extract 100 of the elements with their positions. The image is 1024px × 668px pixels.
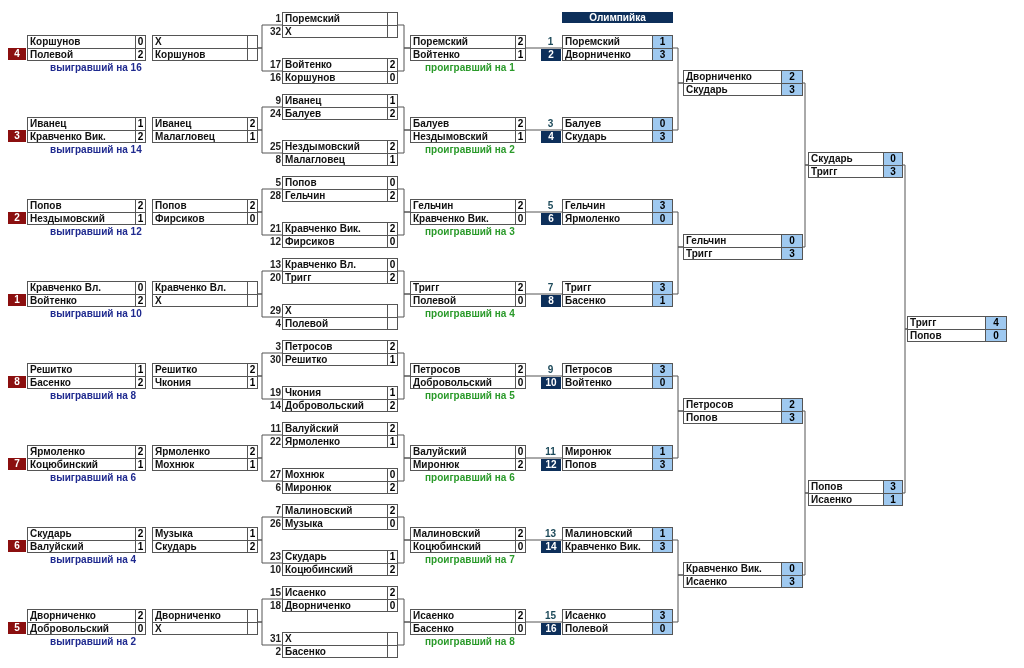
match-score: 2 <box>135 131 145 142</box>
seed-number: 26 <box>268 518 281 530</box>
player-name: Гельчин <box>564 200 607 212</box>
player-name: Валуйский <box>412 446 468 458</box>
match-score: 2 <box>515 364 525 376</box>
seed-number: 27 <box>268 469 281 481</box>
match-score: 1 <box>247 459 257 470</box>
match-box <box>152 281 258 307</box>
player-name: Тригг <box>412 282 441 294</box>
player-name: Малагловец <box>284 154 346 165</box>
player-name: Чкония <box>154 377 193 388</box>
player-name: Басенко <box>564 295 607 306</box>
seed-badge: 16 <box>541 623 561 635</box>
loser-note: проигравший на 1 <box>425 62 515 74</box>
seed-number: 23 <box>268 551 281 563</box>
match-box <box>562 609 673 635</box>
seed-number: 9 <box>546 364 555 376</box>
player-name: Гельчин <box>284 190 327 201</box>
player-name: Кравченко Вик. <box>685 563 763 575</box>
match-score: 0 <box>515 295 525 306</box>
match-box <box>282 422 398 448</box>
bracket-line <box>257 457 283 482</box>
player-name: Кравченко Вл. <box>29 282 103 294</box>
player-name: Иванец <box>29 118 68 130</box>
player-name: Мохнюк <box>154 459 196 470</box>
seed-badge: 4 <box>8 48 26 60</box>
bracket-line <box>672 82 684 131</box>
seed-number: 5 <box>274 177 281 189</box>
match-box <box>282 12 398 38</box>
player-name: Попов <box>154 200 188 212</box>
player-name: Ярмоленко <box>284 436 342 447</box>
match-score: 0 <box>387 259 397 271</box>
player-name: Чкония <box>284 387 323 399</box>
bracket-line <box>525 539 563 541</box>
match-box <box>562 281 673 307</box>
player-name: Решитко <box>154 364 199 376</box>
player-name: Малиновский <box>284 505 354 517</box>
player-name: Добровольский <box>412 377 493 388</box>
match-box <box>410 527 526 553</box>
player-name: Иванец <box>284 95 323 107</box>
match-score: 0 <box>387 177 397 189</box>
match-box <box>282 550 398 576</box>
match-box <box>282 140 398 166</box>
player-name: Дворниченко <box>154 610 222 622</box>
match-box <box>808 480 903 506</box>
match-score: 3 <box>652 49 672 60</box>
bracket-line <box>397 539 411 564</box>
match-score: 3 <box>652 364 672 376</box>
seed-number: 18 <box>268 600 281 612</box>
player-name: Ярмоленко <box>29 446 87 458</box>
winner-note: выигравший на 6 <box>50 472 137 484</box>
match-score: 0 <box>387 72 397 83</box>
match-box <box>27 117 146 143</box>
match-score: 0 <box>515 446 525 458</box>
match-score: 1 <box>247 131 257 142</box>
match-box <box>282 222 398 248</box>
player-name: Попов <box>564 459 598 470</box>
loser-note: проигравший на 7 <box>425 554 515 566</box>
player-name: Мохнюк <box>284 469 326 481</box>
match-score: 1 <box>387 436 397 447</box>
player-name: Тригг <box>284 272 313 283</box>
player-name: X <box>154 36 163 48</box>
seed-number: 8 <box>274 154 281 166</box>
match-score: 2 <box>515 610 525 622</box>
match-box <box>27 35 146 61</box>
seed-number: 12 <box>268 236 281 248</box>
match-score: 1 <box>387 95 397 107</box>
player-name: Музыка <box>284 518 324 529</box>
player-name: Исаенко <box>685 576 728 587</box>
seed-number: 7 <box>546 282 555 294</box>
seed-number: 22 <box>268 436 281 448</box>
seed-badge: 10 <box>541 377 561 389</box>
match-score: 2 <box>515 528 525 540</box>
match-score: 1 <box>387 387 397 399</box>
seed-number: 3 <box>274 341 281 353</box>
seed-number: 11 <box>544 446 557 458</box>
match-score: 2 <box>135 200 145 212</box>
player-name: Дворниченко <box>284 600 352 611</box>
player-name: Попов <box>810 481 844 493</box>
bracket-line <box>257 375 283 400</box>
match-score: 0 <box>781 563 802 575</box>
player-name: Фирсиков <box>154 213 206 224</box>
match-box <box>683 398 803 424</box>
bracket-line <box>397 129 411 154</box>
winner-note: выигравший на 2 <box>50 636 137 648</box>
player-name: Басенко <box>284 646 327 657</box>
seed-number: 32 <box>268 26 281 38</box>
player-name: Тригг <box>810 166 839 177</box>
player-name: Полевой <box>284 318 330 329</box>
seed-number: 31 <box>268 633 281 645</box>
match-box <box>27 281 146 307</box>
winner-note: выигравший на 14 <box>50 144 142 156</box>
match-score: 3 <box>652 131 672 142</box>
match-score: 2 <box>135 295 145 306</box>
player-name: Исаенко <box>564 610 607 622</box>
bracket-line <box>902 328 908 494</box>
match-box <box>562 35 673 61</box>
match-box <box>282 632 398 658</box>
player-name: Балуев <box>564 118 603 130</box>
bracket-line <box>397 457 411 482</box>
